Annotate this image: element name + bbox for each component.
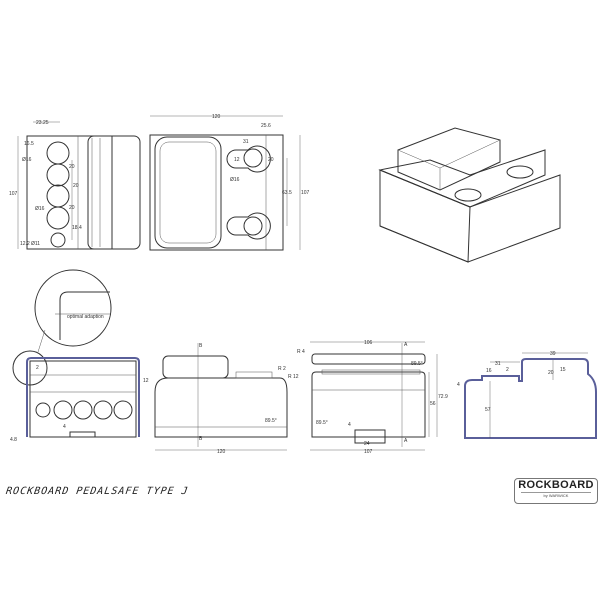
dim-label: 89.5° [316,420,328,426]
dim-label: 25.6 [261,123,271,129]
dim-label: 4 [63,424,66,430]
dim-label: 4.8 [10,437,17,443]
hole-1 [46,141,70,165]
pad-area [154,136,222,249]
front-view: 2 4.8 4 [10,357,140,443]
dim-label: Ø11 [31,241,40,247]
top-outline [149,134,284,251]
dim-label: B [199,436,203,442]
dim-label: A [404,342,408,348]
dim-label: 16.5 [24,141,34,147]
dim-label: 57 [485,407,491,413]
dim-label: 63.5 [282,190,292,196]
dim-label: 107 [9,191,18,197]
dim-label: 31 [243,139,249,145]
drawing-title: ROCKBOARD PEDALSAFE TYPE J [5,486,190,497]
dim-label: A [404,438,408,444]
dim-label: R 4 [297,349,305,355]
dim-label: 24 [364,441,370,447]
isometric-view [378,127,561,263]
dim-label: 106 [364,340,373,346]
dim-label: 20 [73,183,79,189]
dim-label: 39 [550,351,556,357]
dim-label: B [199,343,203,349]
dim-label: R 12 [288,374,299,380]
dim-label: 4 [348,422,351,428]
side-body-outline [26,135,113,250]
top-view: 120 25.6 31 12 20 Ø16 63.5 107 [149,114,310,251]
side-view: 23.25 16.5 Ø16 20 20 20 Ø16 18.4 12.2 Ø1… [9,120,141,250]
dim-label: 15 [560,367,566,373]
dim-label: R 2 [278,366,286,372]
dim-label: Ø16 [22,157,32,163]
side-view-2: B B 12 R 2 R 12 89.5° 120 [143,343,299,455]
detail-label: optimal adaption [67,314,104,320]
dim-label: 2 [506,367,509,373]
iso-pad [397,127,501,191]
side-lid-outline [87,135,141,250]
dim-label: 4 [457,382,460,388]
dim-label: Ø16 [230,177,240,183]
dim-label: 20 [69,164,75,170]
dim-label: 20 [268,157,274,163]
dim-label: 72.9 [438,394,448,400]
hole-5 [50,232,66,248]
dim-label: 31 [495,361,501,367]
dim-label: 120 [212,114,221,120]
logo-sub: by WARWICK [521,492,591,499]
footswitch-slot-2 [226,212,271,240]
hole-4 [46,206,70,230]
dim-label: 120 [217,449,226,455]
hole-2 [46,163,70,187]
dim-label: 107 [301,190,310,196]
dim-label: 89.5° [411,361,423,367]
dim-label: 12.2 [20,241,30,247]
dim-23.25: 23.25 [36,120,49,126]
section-view: 39 31 16 2 20 15 57 4 [457,351,597,439]
hole-3 [46,184,70,208]
footswitch-slot-1 [226,145,271,173]
dim-label: 20 [69,205,75,211]
dim-label: 20 [548,370,554,376]
detail-view: optimal adaption [12,269,112,386]
dim-label: 18.4 [72,225,82,231]
back-view: 106 R 4 A A 89.5° 72.9 56 89.5° 4 24 107 [297,340,448,455]
dim-label: 89.5° [265,418,277,424]
dim-label: 107 [364,449,373,455]
dim-label: 56 [430,401,436,407]
dim-label: Ø16 [35,206,45,212]
dim-label: 2 [36,365,39,371]
rockboard-logo: ROCKBOARD by WARWICK [514,478,598,504]
logo-main: ROCKBOARD [518,479,594,491]
dim-label: 16 [486,368,492,374]
dim-label: 12 [234,157,240,163]
dim-label: 12 [143,378,149,384]
